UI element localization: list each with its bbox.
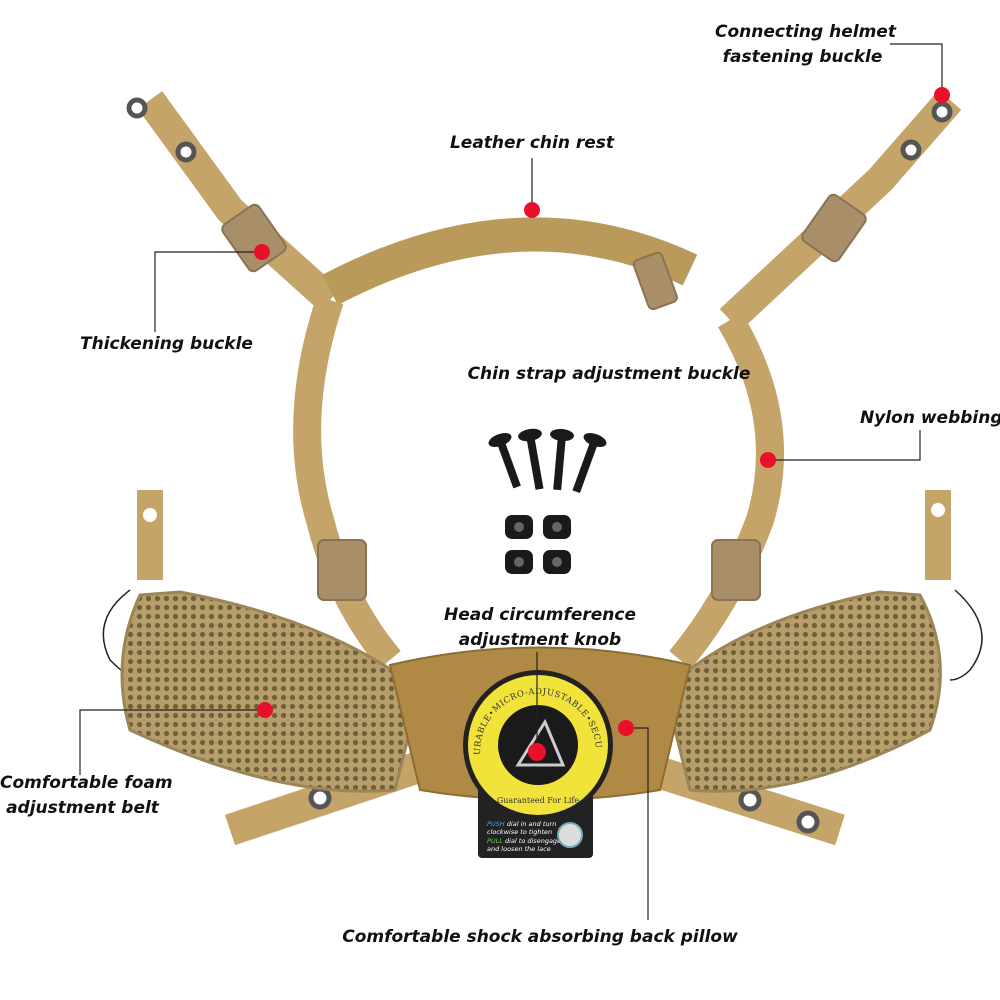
left-foam-pad [120, 590, 422, 793]
red-markers [254, 87, 950, 761]
svg-text:and loosen the lace: and loosen the lace [487, 845, 551, 853]
label-nylon-webbing: Nylon webbing [860, 408, 1000, 428]
svg-text:PUSH dial in and turn: PUSH dial in and turn [487, 820, 556, 828]
buckles [221, 193, 867, 601]
grommets [126, 97, 953, 834]
side-tab-holes [143, 503, 945, 522]
label-chin-rest: Leather chin rest [449, 133, 615, 153]
label-line: adjustment knob [458, 630, 622, 650]
svg-text:PULL dial to disengage: PULL dial to disengage [487, 837, 561, 845]
label-connecting-buckle: Connecting helmet fastening buckle [715, 20, 896, 70]
label-line: adjustment belt [6, 798, 159, 818]
dial-guarantee-text: Guaranteed For Life [497, 796, 580, 805]
label-foam-belt: Comfortable foam adjustment belt [0, 771, 173, 821]
right-foam-pad [663, 590, 942, 793]
label-thickening-buckle: Thickening buckle [80, 334, 253, 354]
mounting-screws [488, 428, 607, 574]
label-back-pillow: Comfortable shock absorbing back pillow [342, 927, 738, 947]
label-knob: Head circumference adjustment knob [430, 603, 650, 653]
label-chin-strap-buckle: Chin strap adjustment buckle [467, 364, 751, 384]
label-line: Comfortable foam [0, 773, 173, 793]
svg-text:clockwise to tighten: clockwise to tighten [487, 828, 552, 836]
label-line: Connecting helmet [715, 22, 896, 42]
label-line: Head circumference [443, 605, 637, 625]
label-line: fastening buckle [722, 47, 883, 67]
